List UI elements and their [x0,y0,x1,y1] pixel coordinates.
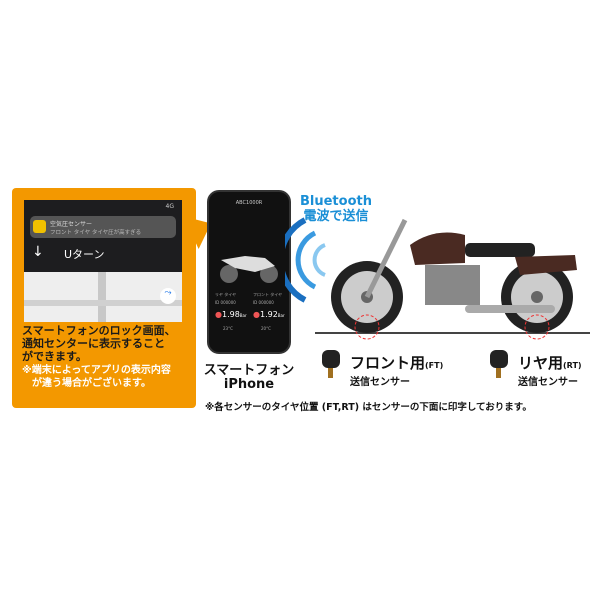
rear-id: ID 000000 [215,300,236,305]
rear-sensor-icon [490,350,508,380]
rear-temp: 23°C [223,326,233,331]
unit: Bar [239,313,247,318]
nav-text: Uターン [64,248,105,261]
notif-body: フロント タイヤ タイヤ圧が高すぎる [50,230,142,236]
panel-line1: スマートフォンのロック画面、 [22,324,176,337]
bluetooth-waves-icon [285,217,326,303]
bluetooth-sub: 電波で送信 [303,209,369,224]
phone-caption: スマートフォン [203,363,295,378]
front-label: フロント タイヤ [253,292,283,297]
front-id: ID 000000 [253,300,274,305]
front-code: (FT) [425,361,444,370]
bluetooth-label: Bluetooth [300,194,372,209]
route-icon: ⤳ [160,288,176,304]
panel-note2: が違う場合がございます。 [32,378,151,389]
front-sensor-sub: 送信センサー [350,377,410,388]
rear-pressure: 1.98 [221,310,240,319]
app-title: ABC1000R [235,200,263,206]
rear-sensor-label: リヤ用 [518,354,564,372]
app-icon [33,220,46,233]
front-pressure: 1.92 [259,310,278,319]
panel-note1: ※端末によってアプリの表示内容 [22,365,171,376]
rear-label: リヤ タイヤ [215,292,237,297]
front-sensor-icon [322,350,340,380]
rear-code: (RT) [563,361,582,370]
notif-title: 空気圧センサー [50,221,93,228]
front-sensor-label: フロント用 [350,354,426,372]
motorcycle-icon [220,256,278,283]
rear-sensor-sub: 送信センサー [518,377,578,388]
smartphone: ABC1000R リヤ タイヤ フロント タイヤ ID 000000 ID 00… [207,190,291,354]
lock-screen-image: 4G 空気圧センサー フロント タイヤ タイヤ圧が高すぎる ↓ Uターン ⤳ [24,200,182,322]
notification: 空気圧センサー フロント タイヤ タイヤ圧が高すぎる [30,216,176,238]
panel-line3: ができます。 [22,350,87,363]
front-temp: 20°C [261,326,271,331]
phone-model: iPhone [223,377,275,392]
down-arrow-icon: ↓ [32,244,44,260]
status-4g: 4G [165,203,174,210]
unit: Bar [277,313,285,318]
footnote: ※各センサーのタイヤ位置 (FT,RT) はセンサーの下面に印字しております。 [205,402,532,413]
motorcycle-image [315,218,590,340]
panel-line2: 通知センターに表示すること [22,337,165,350]
